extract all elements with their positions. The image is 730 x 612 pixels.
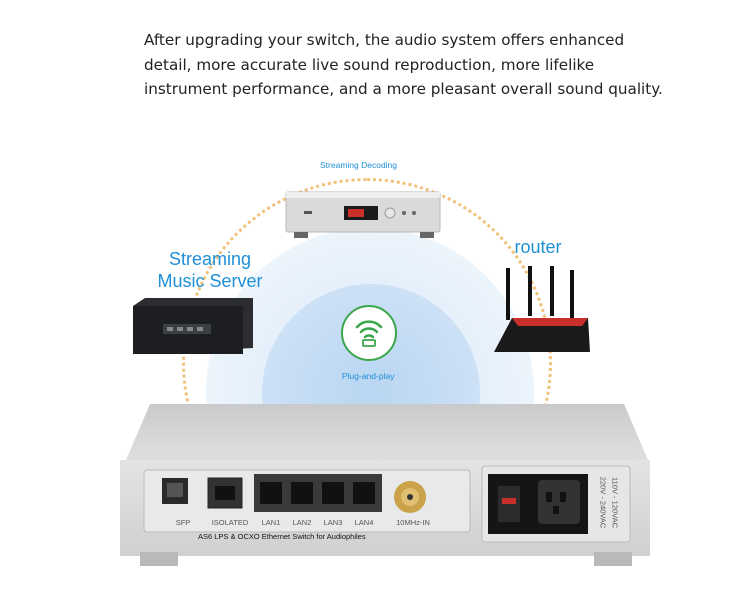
product-caption: AS6 LPS & OCXO Ethernet Switch for Audio… <box>198 532 366 541</box>
intro-paragraph: After upgrading your switch, the audio s… <box>144 28 663 102</box>
port-label-sfp: SFP <box>175 518 191 527</box>
port-label-lan2: LAN2 <box>292 518 312 527</box>
port-label-lan1: LAN1 <box>261 518 281 527</box>
intro-line-1: After upgrading your switch, the audio s… <box>144 31 625 49</box>
plug-and-play-label: Plug-and-play <box>342 371 395 381</box>
server-label-line-2: Music Server <box>157 271 263 291</box>
streaming-music-server-label: Streaming Music Server <box>150 248 270 292</box>
wifi-icon <box>355 320 383 347</box>
port-label-isolated: ISOLATED <box>211 518 249 527</box>
streaming-decoding-label: Streaming Decoding <box>320 160 398 170</box>
server-label-line-1: Streaming <box>168 249 252 269</box>
voltage-label-110v: 110V - 120VAC <box>610 476 620 528</box>
router-label: router <box>514 237 562 257</box>
port-label-lan3: LAN3 <box>323 518 343 527</box>
port-label-lan4: LAN4 <box>354 518 374 527</box>
music-server-image <box>133 298 253 354</box>
wifi-plug-icon-circle <box>341 305 397 361</box>
intro-line-3: instrument performance, and a more pleas… <box>144 80 663 98</box>
port-label-10mhz-in: 10MHz-IN <box>396 518 430 527</box>
ethernet-switch-image <box>120 404 650 566</box>
voltage-label-220v: 220V - 240VAC <box>598 476 608 529</box>
streaming-decoder-image <box>285 191 441 238</box>
intro-line-2: detail, more accurate live sound reprodu… <box>144 55 595 74</box>
router-image <box>494 266 590 352</box>
